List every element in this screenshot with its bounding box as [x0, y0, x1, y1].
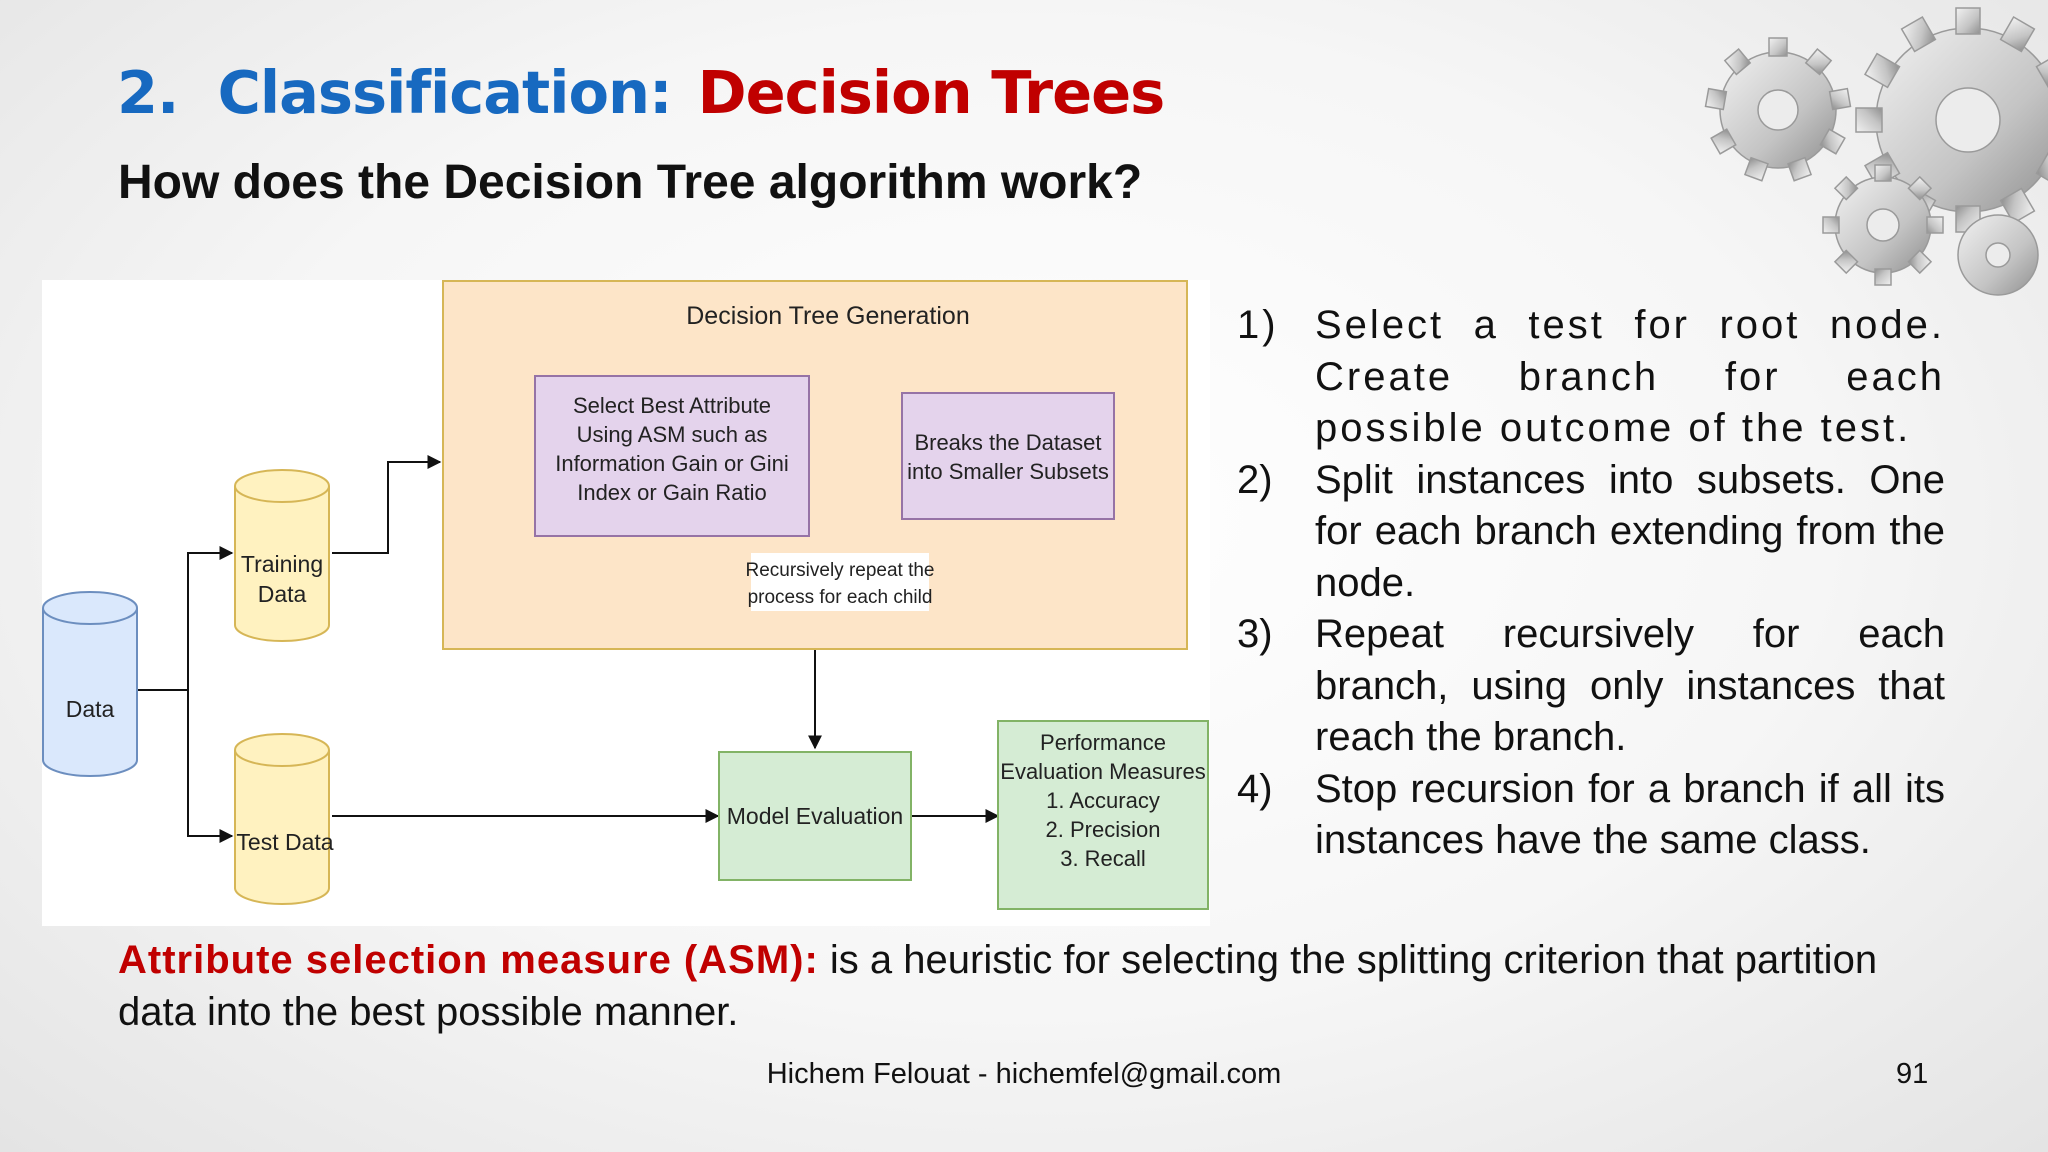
step-text: Split instances into subsets. One for ea… — [1315, 457, 1945, 605]
performance-line-4: 2. Precision — [1046, 817, 1161, 842]
performance-line-3: 1. Accuracy — [1046, 788, 1160, 813]
select-best-line-3: Information Gain or Gini — [555, 451, 789, 476]
performance-line-2: Evaluation Measures — [1000, 759, 1205, 784]
asm-term: Attribute selection measure (ASM): — [118, 938, 819, 982]
step-number: 1) — [1237, 303, 1279, 347]
training-data-line-1: Training — [241, 551, 323, 577]
recursive-note-line-2: process for each child — [748, 587, 933, 608]
step-number: 4) — [1237, 766, 1273, 811]
generation-title: Decision Tree Generation — [686, 302, 969, 330]
performance-box — [997, 720, 1209, 910]
step-text: Select a test for root node. Create bran… — [1315, 303, 1945, 450]
performance-line-1: Performance — [1040, 730, 1166, 755]
data-cylinder — [42, 591, 138, 777]
decision-tree-diagram: Decision Tree Generation Select Best Att… — [42, 280, 1210, 926]
test-data-label: Test Data — [236, 829, 333, 855]
model-evaluation-box — [718, 751, 912, 881]
training-data-line-2: Data — [258, 581, 307, 607]
footer-author: Hichem Felouat - hichemfel@gmail.com — [766, 1058, 1282, 1090]
recursive-note-line-1: Recursively repeat the — [745, 560, 934, 581]
step-item: 3) Repeat recursively for each branch, us… — [1237, 609, 1945, 764]
step-item: 1) Select a test for root node. Create br… — [1237, 300, 1945, 455]
breaks-dataset-box — [901, 392, 1115, 520]
data-label: Data — [66, 696, 115, 722]
test-data-cylinder — [234, 733, 330, 905]
breaks-dataset-line-2: into Smaller Subsets — [907, 459, 1109, 484]
asm-definition: Attribute selection measure (ASM): is a … — [118, 934, 1948, 1038]
performance-line-5: 3. Recall — [1060, 846, 1146, 871]
slide-subtitle: How does the Decision Tree algorithm wor… — [118, 156, 1143, 209]
step-item: 4) Stop recursion for a branch if all its… — [1237, 764, 1945, 867]
step-item: 2) Split instances into subsets. One for … — [1237, 455, 1945, 610]
training-data-cylinder — [234, 469, 330, 642]
page-number: 91 — [1896, 1058, 1929, 1090]
select-best-line-4: Index or Gain Ratio — [577, 480, 767, 505]
title-number: 2. — [117, 58, 179, 127]
breaks-dataset-line-1: Breaks the Dataset — [914, 430, 1101, 455]
algorithm-steps: 1) Select a test for root node. Create br… — [1237, 300, 1945, 867]
select-best-line-2: Using ASM such as — [577, 422, 768, 447]
title-topic: Classification: — [217, 58, 673, 127]
model-evaluation-label: Model Evaluation — [727, 803, 903, 829]
step-number: 2) — [1237, 457, 1273, 502]
step-text: Repeat recursively for each branch, usin… — [1315, 612, 1945, 759]
slide-title: 2. Classification: Decision Trees — [117, 58, 1166, 127]
select-best-attribute-box — [534, 375, 810, 537]
step-text: Stop recursion for a branch if all its i… — [1315, 766, 1945, 863]
step-number: 3) — [1237, 612, 1273, 656]
title-highlight: Decision Trees — [697, 58, 1166, 127]
gears-icon — [1668, 0, 2048, 300]
select-best-line-1: Select Best Attribute — [573, 393, 771, 418]
asm-text: is a heuristic for selecting the splitti… — [118, 938, 1878, 1034]
